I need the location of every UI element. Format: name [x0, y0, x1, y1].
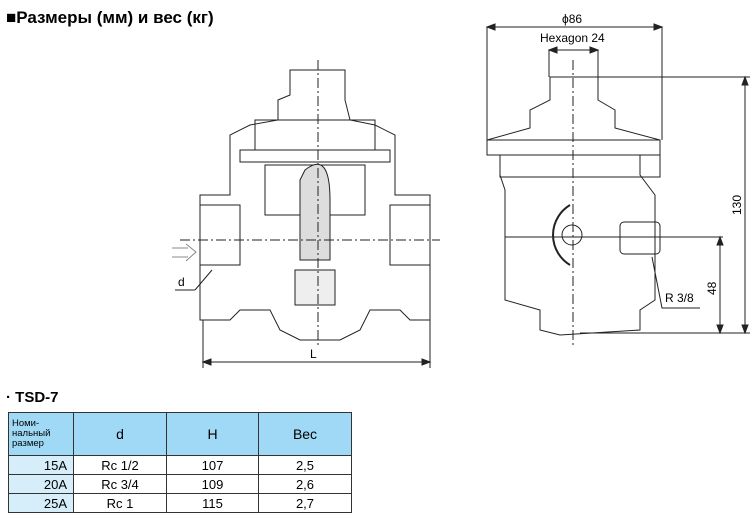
cell-d: Rc 1	[73, 493, 167, 513]
header-weight: Вес	[258, 412, 352, 456]
header-h: H	[166, 412, 259, 456]
dim-r38-label: R 3/8	[665, 291, 694, 305]
header-d: d	[73, 412, 167, 456]
table-header-row: Номи- нальный размер d H Вес	[8, 412, 352, 456]
front-section-view	[172, 60, 440, 368]
dim-L-label: L	[310, 347, 317, 361]
table-row: 25A Rc 1 115 2,7	[8, 493, 352, 513]
cell-d: Rc 1/2	[73, 455, 167, 475]
dim-d-label: d	[178, 275, 185, 289]
drawings: L d ϕ86 Hexagon 24 130 48 R 3/8	[172, 12, 750, 368]
cell-size: 20A	[8, 474, 74, 494]
page-title: ■Размеры (мм) и вес (кг)	[6, 8, 214, 27]
cell-h: 115	[166, 493, 259, 513]
cell-h: 109	[166, 474, 259, 494]
side-view	[485, 23, 750, 345]
table-row: 20A Rc 3/4 109 2,6	[8, 474, 352, 494]
table-row: 15A Rc 1/2 107 2,5	[8, 455, 352, 475]
cell-weight: 2,6	[258, 474, 352, 494]
dimensions-table: Номи- нальный размер d H Вес 15A Rc 1/2 …	[8, 412, 352, 513]
cell-weight: 2,7	[258, 493, 352, 513]
dim-hexagon-label: Hexagon 24	[540, 31, 605, 45]
dim-48-label: 48	[705, 281, 719, 295]
dim-130-label: 130	[730, 195, 744, 215]
cell-size: 15A	[8, 455, 74, 475]
cell-h: 107	[166, 455, 259, 475]
cell-size: 25A	[8, 493, 74, 513]
table-title: · TSD-7	[6, 389, 59, 406]
cell-weight: 2,5	[258, 455, 352, 475]
header-nominal-size: Номи- нальный размер	[8, 412, 74, 456]
dim-phi86-label: ϕ86	[562, 12, 582, 26]
cell-d: Rc 3/4	[73, 474, 167, 494]
